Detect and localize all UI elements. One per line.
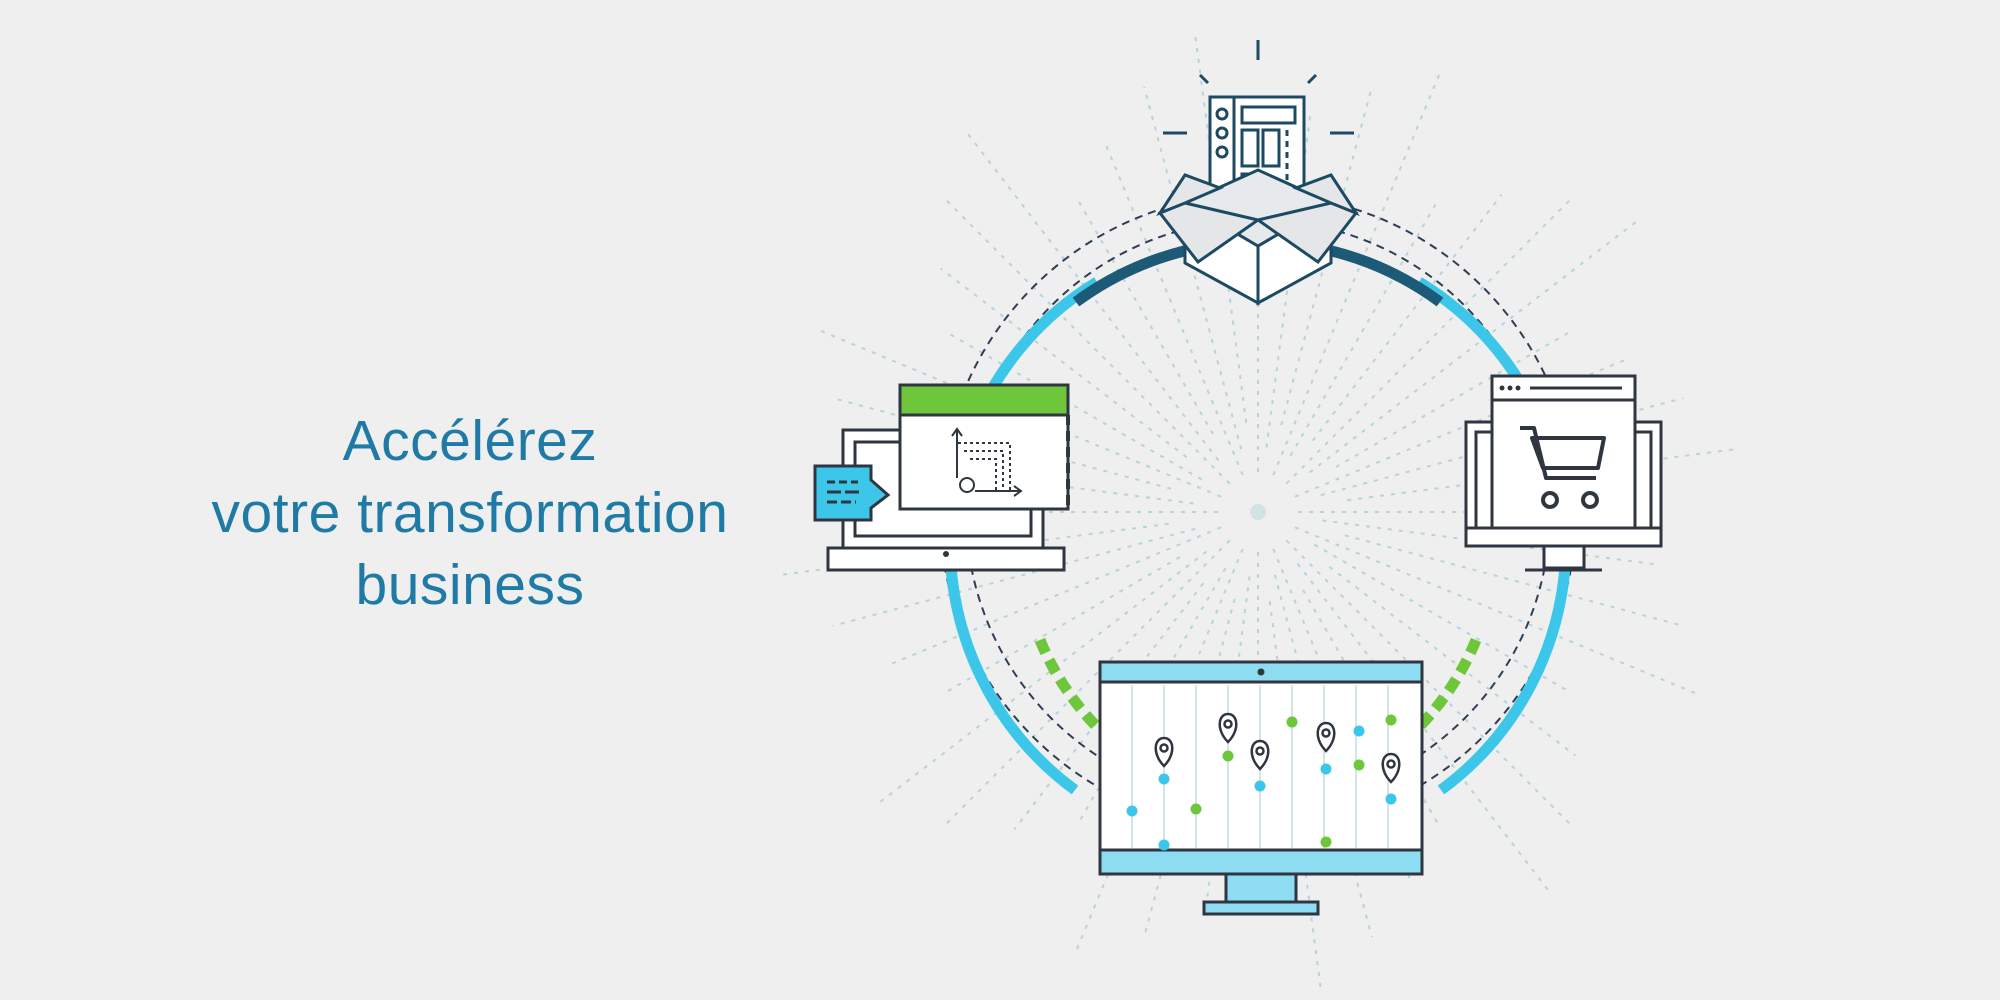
map-data-dot xyxy=(1320,763,1332,775)
center-dot xyxy=(1250,504,1266,520)
ray-line xyxy=(1311,194,1503,442)
shopping-cart-monitor-icon xyxy=(1464,374,1663,572)
map-analytics-monitor-icon xyxy=(1098,660,1424,916)
map-data-dot xyxy=(1353,759,1365,771)
ray-line xyxy=(1285,539,1570,824)
map-data-dot xyxy=(1126,805,1138,817)
ray-line xyxy=(1077,199,1214,435)
ray-line xyxy=(946,539,1231,824)
ray-line xyxy=(1335,331,1571,468)
ray-line xyxy=(1280,86,1373,426)
headline-line-1: Accélérez xyxy=(342,409,598,473)
map-data-dot xyxy=(1320,836,1332,848)
ray-line xyxy=(832,527,1196,627)
ray-line xyxy=(1285,200,1570,485)
left-green-dashed-arc xyxy=(1034,637,1104,734)
ray-line xyxy=(832,397,1172,490)
map-data-dot xyxy=(1190,803,1202,815)
map-data-dot xyxy=(1385,714,1397,726)
map-data-dot xyxy=(1158,773,1170,785)
map-pin-hole xyxy=(1159,743,1169,753)
headline: Accélérez votre transformation business xyxy=(150,405,790,621)
map-data-dot xyxy=(1158,839,1170,851)
map-data-dot xyxy=(1385,793,1397,805)
ray-line xyxy=(940,267,1188,459)
ray-line xyxy=(1272,68,1443,476)
ray-line xyxy=(1344,534,1684,627)
headline-line-3: business xyxy=(355,553,585,617)
map-data-dot xyxy=(1222,750,1234,762)
ray-line xyxy=(1296,562,1551,894)
ray-line xyxy=(1073,548,1244,956)
ray-line xyxy=(1104,142,1244,476)
map-pin-hole xyxy=(1255,746,1265,756)
laptop-workflow-icon xyxy=(813,383,1070,572)
ray-line xyxy=(888,526,1222,666)
ray-line xyxy=(1308,219,1640,474)
ray-line xyxy=(814,327,1222,498)
building-in-box-icon xyxy=(1156,40,1360,306)
map-data-dot xyxy=(1254,780,1266,792)
ray-line xyxy=(1289,199,1439,457)
map-pin-hole xyxy=(1223,719,1233,729)
ray-line xyxy=(965,130,1220,462)
map-data-dot xyxy=(1286,716,1298,728)
map-data-dot xyxy=(1353,725,1365,737)
map-pin-hole xyxy=(1386,759,1396,769)
ray-line xyxy=(876,550,1208,805)
ray-line xyxy=(1313,543,1571,693)
map-pin-hole xyxy=(1321,728,1331,738)
ray-line xyxy=(946,200,1231,485)
ray-line xyxy=(1328,565,1576,757)
ray-line xyxy=(945,331,1203,481)
headline-line-2: votre transformation xyxy=(211,481,729,545)
ray-line xyxy=(945,556,1181,693)
ray-line xyxy=(1294,526,1702,697)
ray-line xyxy=(1143,598,1236,938)
